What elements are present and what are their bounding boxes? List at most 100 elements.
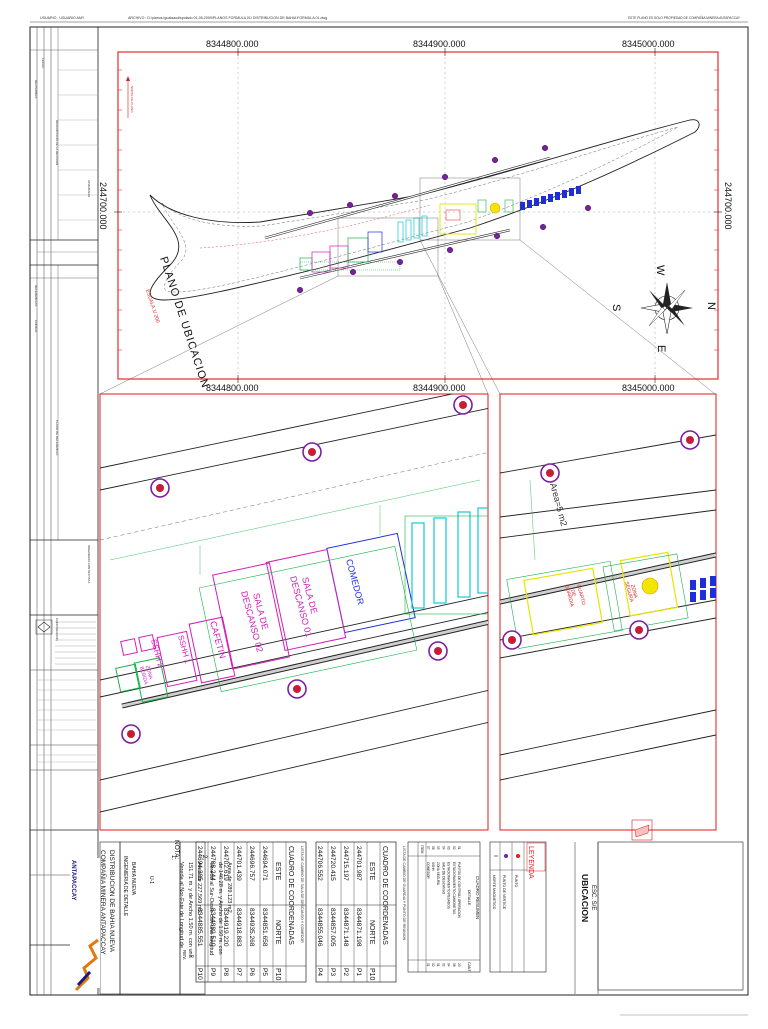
coord-right: 244700.000	[723, 182, 733, 230]
header-file: ARCHIVO : D:\planos igualaaudispolado 01…	[128, 16, 327, 20]
label-contractor: INGENIERO CONTRATISTA	[87, 545, 91, 583]
nota-2-num: 2.	[201, 855, 207, 860]
cq-rows: 244694.0718344851.658P5244696.7578344935…	[196, 846, 268, 980]
nota-2-b: de 146.28 m. y Ancho de 1.50 m. con	[217, 862, 223, 955]
tb-sheet: U-1	[148, 876, 154, 884]
cr-row-item: 03	[447, 846, 451, 850]
cq-col-este: ESTE	[274, 862, 281, 881]
cq-row-norte: 8344918.883	[235, 908, 242, 947]
cq-row-p: P10	[196, 968, 203, 980]
cp-row-norte: 8344857.005	[329, 908, 336, 947]
leyenda-row-2: PUNTO DE VERTICE	[502, 875, 506, 910]
cp-row-este: 244701.987	[355, 846, 362, 881]
coord-top-2: 8344900.000	[413, 39, 466, 49]
label-comedor: COMEDOR	[344, 558, 366, 606]
coord-bottom-2: 8344900.000	[413, 383, 466, 393]
cr-row-cant: 02	[441, 963, 445, 967]
cr-row-item: 07	[426, 846, 430, 850]
cr-col-item: ITEM	[420, 845, 424, 853]
cr-row-detalle: SALA DE DESCANSO	[441, 862, 445, 895]
cp-row-p: P4	[316, 968, 323, 976]
left-strip	[29, 26, 99, 996]
plan-title: PLANO DE UBICACION	[157, 255, 211, 390]
cq-row-norte: 8344851.658	[261, 908, 268, 947]
cr-row-cant: 08	[452, 963, 456, 967]
cr-row-item: 05	[436, 846, 440, 850]
cq-row-norte: 8344889.510	[209, 908, 216, 947]
outer-frame	[29, 26, 749, 996]
cr-row-detalle: ESTACIONAMIENTO PESADOS	[447, 862, 451, 909]
cr-row-cant: 01	[436, 963, 440, 967]
cq-row-este: 244694.385	[196, 846, 203, 881]
cr-row-cant: 01	[426, 963, 430, 967]
nota-title: NOTA:	[173, 840, 180, 860]
leyenda-row-3: NORTE MAGNETICO	[492, 875, 496, 910]
cr-row-item: 01	[457, 846, 461, 850]
cp-col-norte: NORTE	[368, 920, 375, 945]
label-zona: ZONA	[144, 665, 154, 681]
nota-1-a: Vereda al Nor-Este de Longitud de	[178, 862, 184, 948]
coord-bottom-1: 8344800.000	[206, 383, 259, 393]
ubicacion-scale: ESC. S/E	[590, 885, 596, 910]
label-descripcion: DESCRIPCION DE LA REVISION	[55, 120, 59, 165]
label-aprobado: APROBADO	[87, 180, 91, 198]
cp-row-este: 244720.415	[329, 846, 336, 881]
ubicacion-title: UBICACION	[580, 874, 590, 922]
compass-n: N	[705, 302, 717, 310]
cr-row-item: 04	[441, 846, 445, 850]
cr-row-detalle: PUNTOS DE CONTROL/ OPERACION	[457, 862, 461, 919]
detail-left	[99, 393, 489, 831]
cp-col-este: ESTE	[368, 862, 375, 881]
cp-row-este: 244706.552	[316, 846, 323, 881]
cq-note: LISTA DE CAMBIO DE SALA DE DESCANSO Y CO…	[300, 846, 304, 943]
cq-row-este: 244701.439	[235, 846, 242, 881]
label-bebida: BEBIDA	[138, 666, 149, 686]
cq-row-p: P5	[261, 968, 268, 976]
cp-rows: 244701.9878344871.198P1244715.1978344871…	[316, 846, 362, 976]
cr-row-item: 02	[452, 846, 456, 850]
tb-rev: 0	[190, 955, 195, 958]
cr-col-cant: CANT.	[467, 962, 471, 972]
label-referencias: REFERENCIAS	[34, 285, 38, 306]
label-cuarto-c: GUARDIA	[563, 584, 575, 608]
ubicacion-block	[574, 819, 744, 994]
cr-row-detalle: SSHH	[431, 862, 435, 872]
compass-e: E	[655, 345, 667, 352]
main-plan	[99, 48, 722, 395]
cr-row-detalle: ESTACIONAMIENTO CAMIONETAS	[452, 862, 456, 914]
cp-title: CUADRO DE COORDENADAS	[381, 846, 388, 945]
compass-rose	[640, 282, 693, 335]
cr-col-detalle: DETALLE	[467, 890, 471, 906]
cq-row-p: P8	[222, 968, 229, 976]
tb-project: DISTRIBUCION DE BAHIA NUEVA	[108, 850, 115, 953]
leyenda-title: LEYENDA	[527, 846, 534, 879]
cq-col-p: P10	[274, 968, 281, 981]
cp-row-norte: 8344871.148	[342, 908, 349, 947]
cp-note: LISTA DE CAMBIO DE GUARDIA Y PUNTO DE RE…	[402, 846, 406, 941]
cr-row-item: 06	[431, 846, 435, 850]
compass-w: W	[654, 265, 666, 276]
coord-left: 244700.000	[98, 182, 108, 230]
label-plano-referencia: PLANO DE REFERENCIA	[55, 420, 59, 455]
label-cuarto-b: DE	[569, 589, 577, 598]
leyenda	[489, 841, 547, 973]
coord-top-1: 8344800.000	[206, 39, 259, 49]
cq-title: CUADRO DE COORDENADAS	[287, 846, 294, 945]
cq-row-norte: 8344919.220	[222, 908, 229, 947]
cq-row-p: P7	[235, 968, 242, 976]
compass-s: S	[610, 304, 622, 311]
header-user: USUARIO : USUARIO AMY	[40, 16, 85, 20]
tb-sub2: BAHIA NUEVA	[130, 862, 136, 896]
cr-row-cant: 20	[457, 963, 461, 967]
coord-table-q	[195, 841, 307, 983]
label-cuarto-a: CUARTO	[575, 584, 586, 606]
coord-table-p	[315, 841, 397, 983]
label-supervisor: CORPORACION	[55, 618, 59, 641]
label-area: Area=5 m2	[548, 482, 569, 527]
nota-1-c: Area de 227.569 m2	[196, 862, 202, 913]
antapaccay-logo	[70, 858, 100, 992]
label-fecha: FECHA	[41, 58, 45, 68]
cq-row-norte: 8344935.268	[248, 908, 255, 947]
